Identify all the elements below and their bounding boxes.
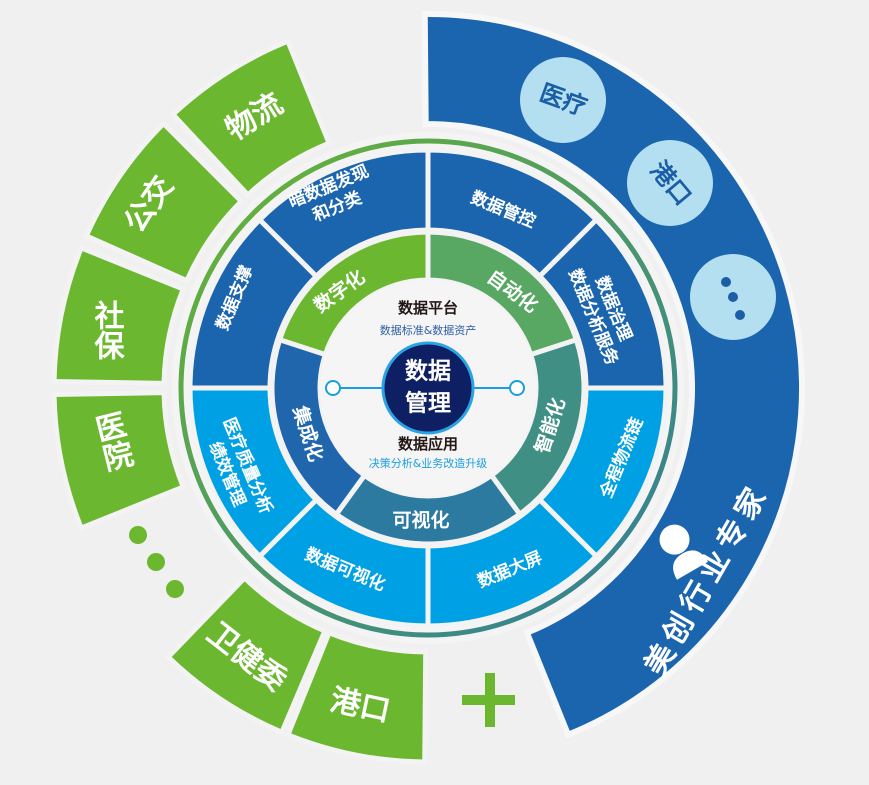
platform-subtitle: 数据标准&数据资产 — [380, 323, 477, 337]
outline-ring — [178, 138, 678, 638]
application-subtitle: 决策分析&业务改造升级 — [369, 456, 488, 470]
person-icon — [659, 524, 709, 580]
industry-label-social-security: 社保 — [89, 300, 125, 360]
connector-node-right — [509, 380, 525, 396]
more-ellipsis-icon — [721, 277, 745, 320]
industry-sector-social-security[interactable] — [51, 244, 187, 386]
industry-sector-health-commission[interactable] — [164, 574, 329, 736]
center-title-line1: 数据 — [405, 359, 451, 385]
plus-icon — [462, 673, 515, 727]
expert-circle-medical[interactable]: 医疗 — [520, 57, 606, 143]
connector-node-left — [325, 380, 341, 396]
center-title-line2: 管理 — [405, 390, 451, 417]
expert-circle-more[interactable] — [690, 254, 776, 340]
industry-sector-port[interactable] — [284, 629, 429, 765]
industry-sector-logistics[interactable] — [169, 37, 333, 199]
application-title: 数据应用 — [398, 435, 458, 453]
industry-sector-hospital[interactable] — [51, 390, 187, 532]
expert-circle-port[interactable]: 港口 — [627, 140, 713, 226]
inner-label-visualization: 可视化 — [392, 509, 449, 532]
industry-sector-bus[interactable] — [83, 120, 245, 284]
platform-title: 数据平台 — [398, 299, 458, 317]
more-industries-ellipsis-icon — [129, 526, 184, 598]
industry-sectors — [51, 37, 429, 765]
outer-ring — [187, 147, 669, 629]
inner-ring — [269, 229, 587, 547]
center-hub[interactable] — [381, 341, 475, 435]
